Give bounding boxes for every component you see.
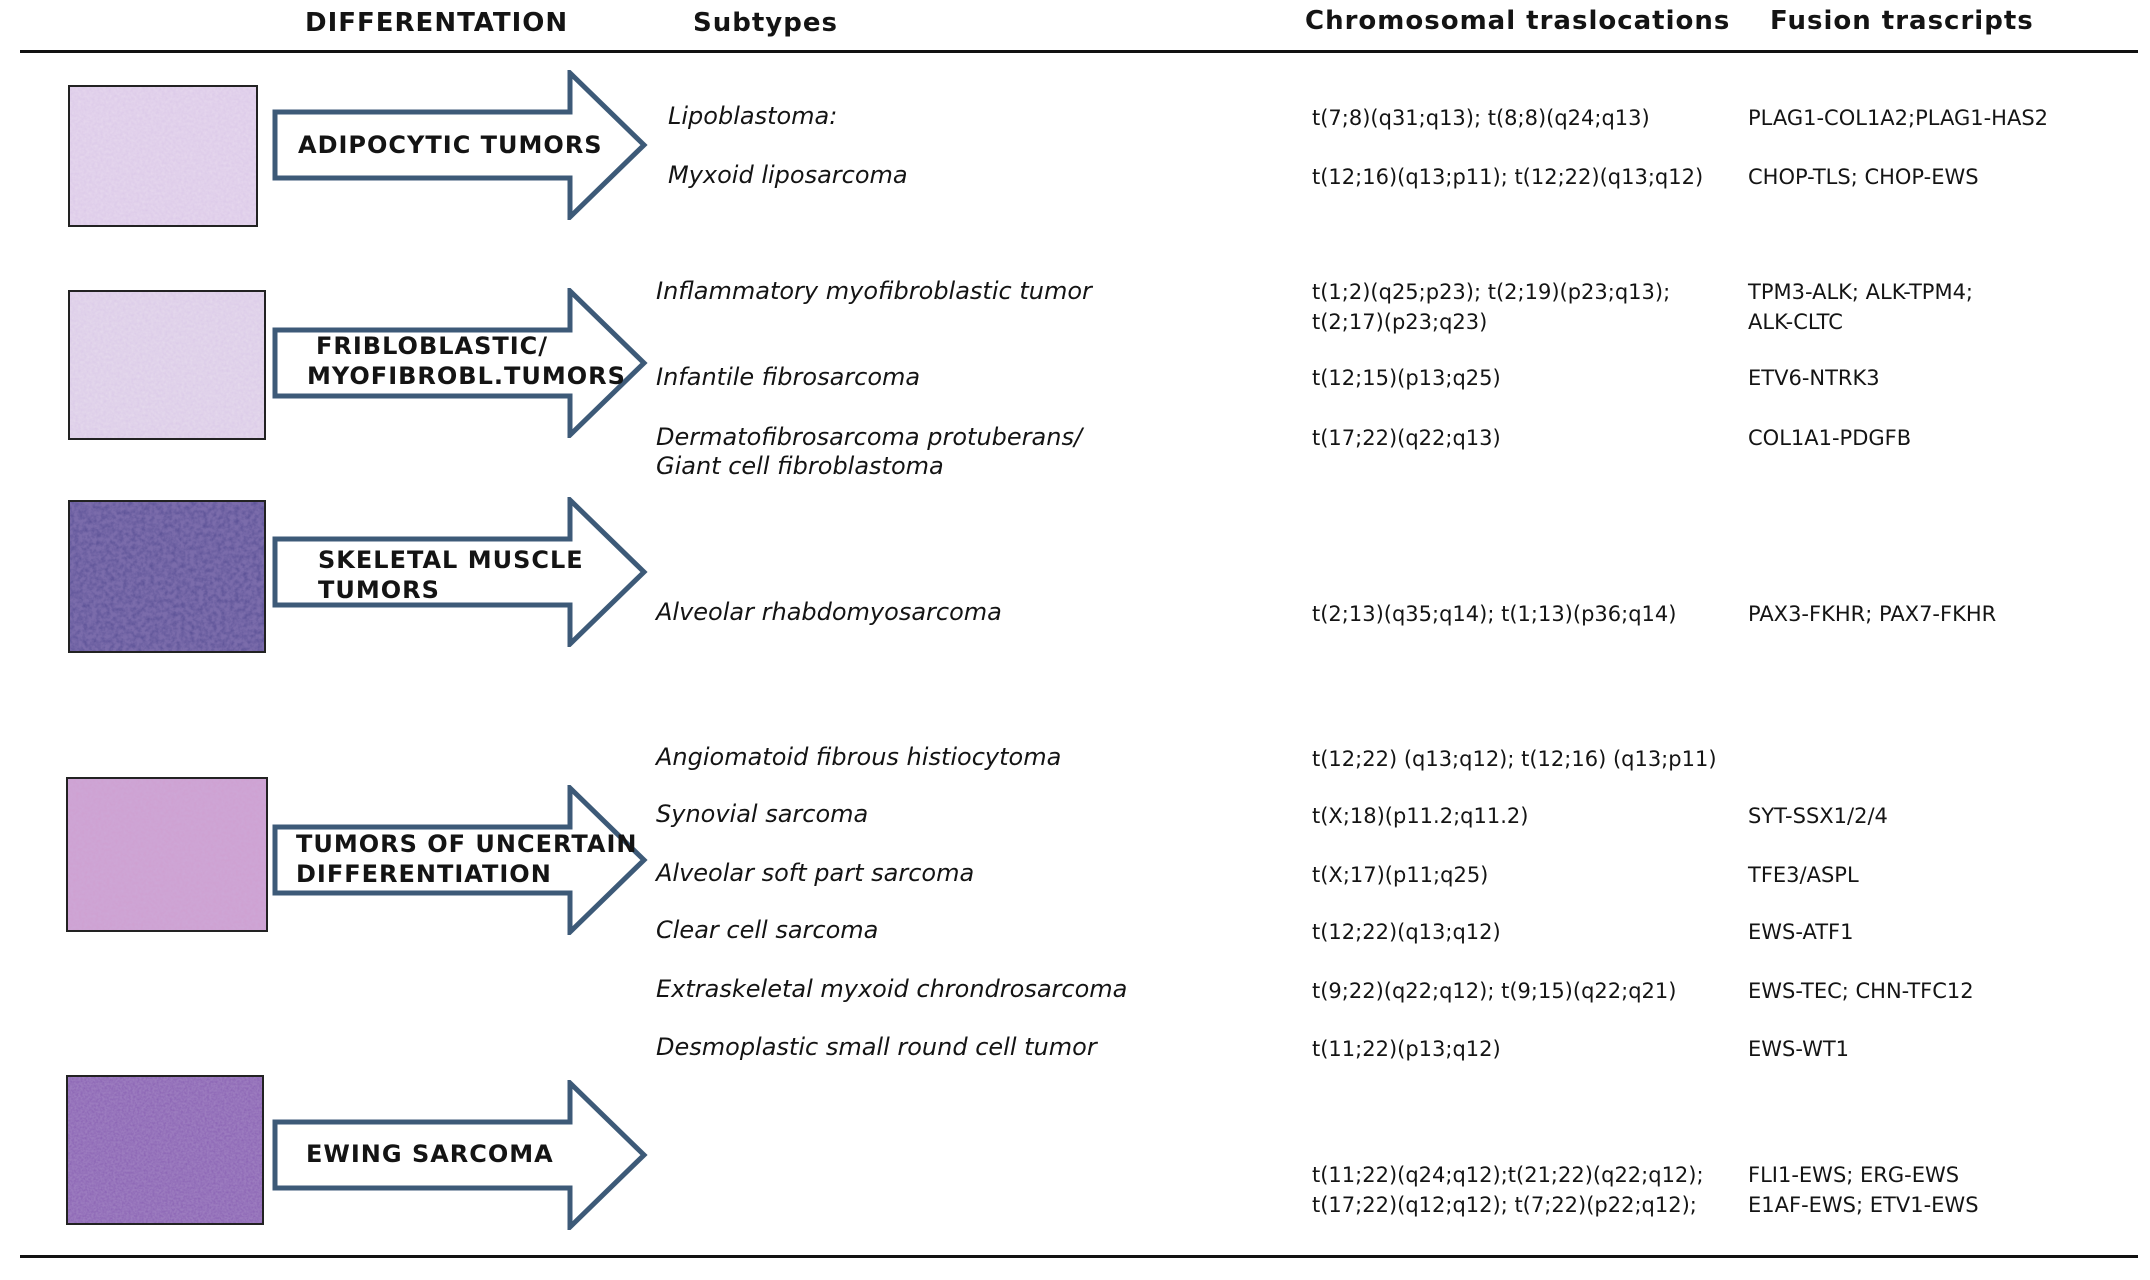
skeletal-muscle-histology-image: [68, 500, 266, 653]
fusion-alveolar-rhabdomyosarcoma: PAX3-FKHR; PAX7-FKHR: [1748, 602, 1997, 626]
subtype-dermatofibrosarcoma: Dermatofibrosarcoma protuberans/ Giant c…: [656, 423, 1083, 480]
fusion-lipoblastoma: PLAG1-COL1A2;PLAG1-HAS2: [1748, 106, 2049, 130]
category-label-skeletal-muscle: SKELETAL MUSCLE TUMORS: [318, 546, 584, 604]
translocation-clear-cell-sarcoma: t(12;22)(q13;q12): [1312, 920, 1501, 944]
header-differentiation: DIFFERENTATION: [305, 8, 569, 38]
fibroblastic-arrow-icon: [272, 288, 648, 438]
translocation-infantile-fibrosarcoma: t(12;15)(p13;q25): [1312, 366, 1501, 390]
translocation-ewing-sarcoma: t(11;22)(q24;q12);t(21;22)(q22;q12); t(1…: [1312, 1163, 1704, 1217]
subtype-alveolar-rhabdomyosarcoma: Alveolar rhabdomyosarcoma: [656, 598, 1002, 626]
subtype-inflammatory-myofibroblastic-tumor: Inflammatory myofibroblastic tumor: [656, 277, 1092, 305]
subtype-desmoplastic-small-round-cell-tumor: Desmoplastic small round cell tumor: [656, 1033, 1097, 1061]
translocation-alveolar-rhabdomyosarcoma: t(2;13)(q35;q14); t(1;13)(p36;q14): [1312, 602, 1677, 626]
subtype-myxoid-liposarcoma: Myxoid liposarcoma: [668, 161, 908, 189]
subtype-angiomatoid-fibrous-histiocytoma: Angiomatoid fibrous histiocytoma: [656, 743, 1062, 771]
category-label-uncertain-differentiation: TUMORS OF UNCERTAIN DIFFERENTIATION: [296, 830, 638, 888]
fusion-inflammatory-myofibroblastic-tumor: TPM3-ALK; ALK-TPM4; ALK-CLTC: [1748, 280, 1974, 334]
fusion-infantile-fibrosarcoma: ETV6-NTRK3: [1748, 366, 1880, 390]
category-label-fibroblastic: FRIBLOBLASTIC/ MYOFIBROBL.TUMORS: [307, 332, 626, 390]
subtype-lipoblastoma: Lipoblastoma:: [668, 102, 838, 130]
translocation-inflammatory-myofibroblastic-tumor: t(1;2)(q25;p23); t(2;19)(p23;q13); t(2;1…: [1312, 280, 1671, 334]
bottom-rule: [20, 1255, 2138, 1258]
uncertain-differentiation-arrow-icon: [272, 785, 648, 935]
translocation-myxoid-liposarcoma: t(12;16)(q13;p11); t(12;22)(q13;q12): [1312, 165, 1704, 189]
subtype-clear-cell-sarcoma: Clear cell sarcoma: [656, 916, 879, 944]
top-rule: [20, 50, 2138, 53]
translocation-angiomatoid-fibrous-histiocytoma: t(12;22) (q13;q12); t(12;16) (q13;p11): [1312, 747, 1717, 771]
fusion-extraskeletal-myxoid-chondrosarcoma: EWS-TEC; CHN-TFC12: [1748, 979, 1974, 1003]
subtype-alveolar-soft-part-sarcoma: Alveolar soft part sarcoma: [656, 859, 975, 887]
translocation-dermatofibrosarcoma: t(17;22)(q22;q13): [1312, 426, 1501, 450]
fusion-alveolar-soft-part-sarcoma: TFE3/ASPL: [1748, 863, 1859, 887]
header-fusion-transcripts: Fusion trascripts: [1770, 6, 2034, 36]
header-subtypes: Subtypes: [693, 8, 838, 38]
header-chromosomal-translocations: Chromosomal traslocations: [1305, 6, 1731, 36]
fusion-synovial-sarcoma: SYT-SSX1/2/4: [1748, 804, 1888, 828]
fusion-desmoplastic-small-round-cell-tumor: EWS-WT1: [1748, 1037, 1850, 1061]
uncertain-differentiation-histology-image: [66, 777, 268, 932]
subtype-synovial-sarcoma: Synovial sarcoma: [656, 800, 869, 828]
fusion-clear-cell-sarcoma: EWS-ATF1: [1748, 920, 1854, 944]
translocation-extraskeletal-myxoid-chondrosarcoma: t(9;22)(q22;q12); t(9;15)(q22;q21): [1312, 979, 1677, 1003]
category-label-ewing-sarcoma: EWING SARCOMA: [306, 1140, 554, 1168]
ewing-sarcoma-arrow-icon: [272, 1080, 648, 1230]
translocation-desmoplastic-small-round-cell-tumor: t(11;22)(p13;q12): [1312, 1037, 1501, 1061]
translocation-lipoblastoma: t(7;8)(q31;q13); t(8;8)(q24;q13): [1312, 106, 1650, 130]
fusion-ewing-sarcoma: FLI1-EWS; ERG-EWS E1AF-EWS; ETV1-EWS: [1748, 1163, 1979, 1217]
translocation-synovial-sarcoma: t(X;18)(p11.2;q11.2): [1312, 804, 1529, 828]
adipocytic-arrow-icon: [272, 70, 648, 220]
translocation-alveolar-soft-part-sarcoma: t(X;17)(p11;q25): [1312, 863, 1489, 887]
subtype-extraskeletal-myxoid-chondrosarcoma: Extraskeletal myxoid chrondrosarcoma: [656, 975, 1128, 1003]
fusion-dermatofibrosarcoma: COL1A1-PDGFB: [1748, 426, 1912, 450]
subtype-infantile-fibrosarcoma: Infantile fibrosarcoma: [656, 363, 921, 391]
category-label-adipocytic: ADIPOCYTIC TUMORS: [298, 131, 603, 159]
ewing-sarcoma-histology-image: [66, 1075, 264, 1225]
fibroblastic-histology-image: [68, 290, 266, 440]
adipocytic-histology-image: [68, 85, 258, 227]
skeletal-muscle-arrow-icon: [272, 497, 648, 647]
fusion-myxoid-liposarcoma: CHOP-TLS; CHOP-EWS: [1748, 165, 1979, 189]
